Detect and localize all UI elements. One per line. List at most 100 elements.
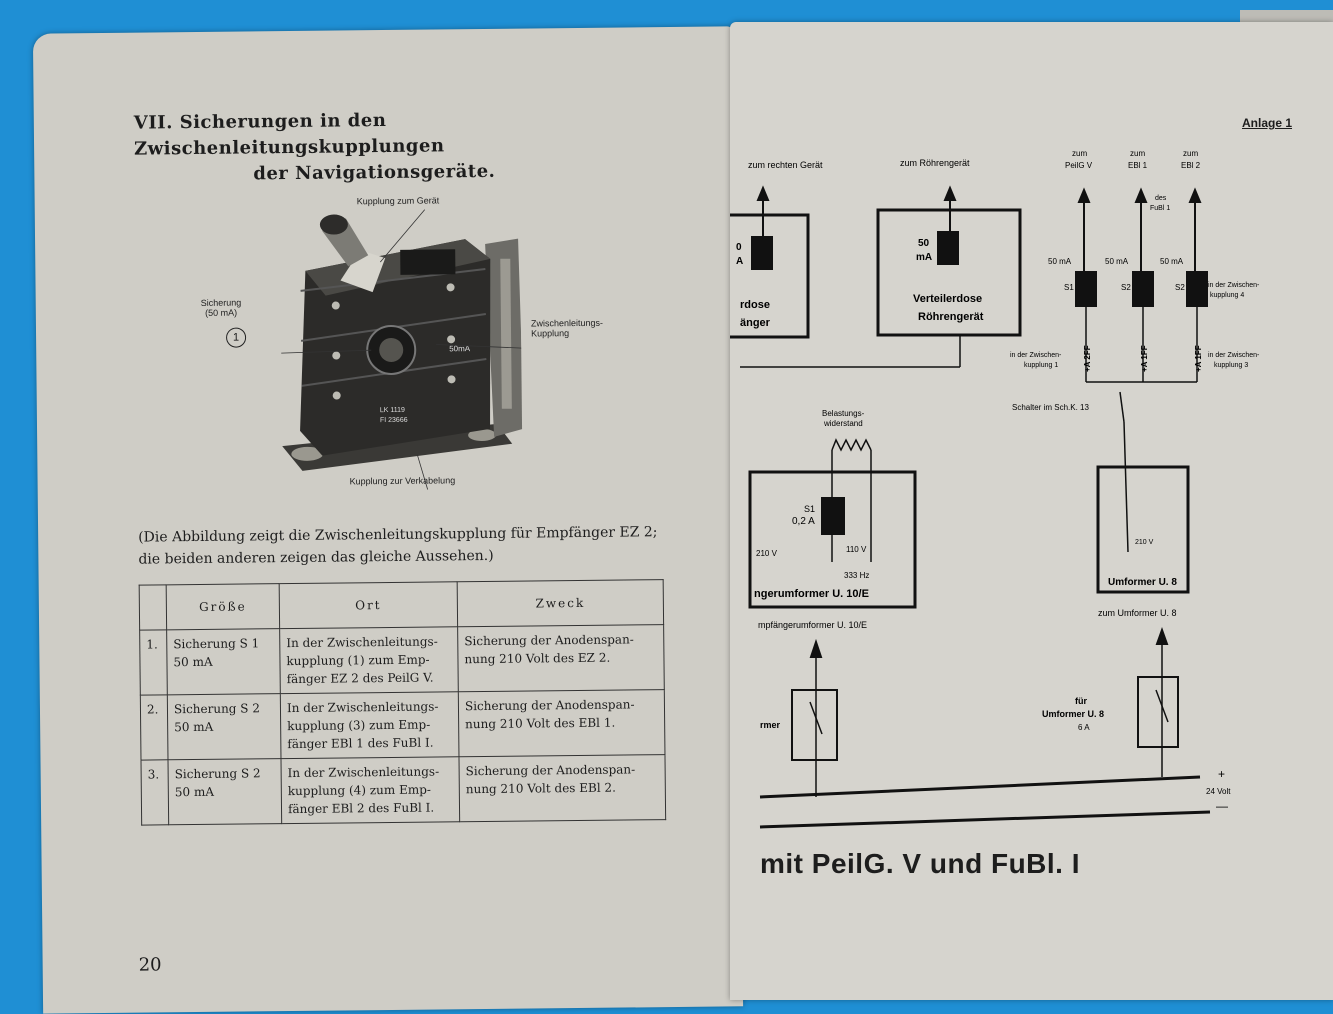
fuse-1-ma: 50 mA bbox=[1048, 257, 1072, 266]
plate-value: 50mA bbox=[449, 344, 471, 353]
z4-line-2: kupplung 4 bbox=[1210, 292, 1244, 299]
figure-label-left: Sicherung (50 mA) bbox=[201, 298, 242, 318]
table-row: 3. Sicherung S 2 50 mA In der Zwischenlei… bbox=[141, 754, 666, 826]
emp-210v: 210 V bbox=[756, 549, 778, 558]
left-page: VII. Sicherungen in den Zwischenleitungs… bbox=[32, 26, 744, 1014]
fuse-1-s: S1 bbox=[1064, 283, 1074, 292]
battery-plus: + bbox=[1218, 767, 1225, 781]
row-place: In der Zwischenleitungs-kupplung (4) zum… bbox=[280, 756, 460, 824]
figure-label-bottom: Kupplung zur Verkabelung bbox=[349, 475, 456, 487]
plate-line-2: FI 23666 bbox=[380, 417, 408, 424]
size-line: Sicherung S 1 bbox=[173, 636, 260, 652]
row-purpose: Sicherung der Anodenspan-nung 210 Volt d… bbox=[458, 689, 665, 757]
size-line: Sicherung S 2 bbox=[173, 701, 261, 717]
figure-caption: (Die Abbildung zeigt die Zwischenleitung… bbox=[138, 521, 678, 571]
size-value: 50 mA bbox=[174, 784, 215, 800]
place-line: fänger EBl 1 des FuBl I. bbox=[287, 735, 434, 752]
fuse-3-ma: 50 mA bbox=[1160, 257, 1184, 266]
u8-title: Umformer U. 8 bbox=[1108, 577, 1177, 588]
diagram-title: mit PeilG. V und FuBl. I bbox=[760, 848, 1081, 879]
fuse-2-ma: 50 mA bbox=[1105, 257, 1129, 266]
vert-box-line-2: Röhrengerät bbox=[918, 311, 984, 323]
row-place: In der Zwischenleitungs-kupplung (1) zum… bbox=[279, 626, 459, 694]
row-index: 1. bbox=[139, 629, 168, 696]
place-line: In der Zwischenleitungs- bbox=[286, 634, 438, 651]
switch-right-1: für bbox=[1075, 696, 1087, 706]
label-zum-ebl2-2: EBl 2 bbox=[1181, 161, 1201, 170]
heading-line-1: VII. Sicherungen in den Zwischenleitungs… bbox=[133, 109, 445, 160]
right-page: Anlage 1 bbox=[730, 22, 1333, 1000]
anlage-label: Anlage 1 bbox=[1242, 116, 1293, 130]
emp-hz: 333 Hz bbox=[844, 571, 869, 580]
header-index bbox=[139, 584, 167, 631]
label-zum-ebl1-2: EBl 1 bbox=[1128, 161, 1148, 170]
u8-below: zum Umformer U. 8 bbox=[1098, 608, 1177, 618]
header-purpose: Zweck bbox=[457, 579, 664, 627]
z1-line-2: kupplung 1 bbox=[1024, 362, 1058, 369]
figure-label-right-1: Zwischenleitungs- bbox=[530, 317, 604, 329]
size-line: Sicherung S 2 bbox=[174, 766, 261, 782]
resistor-label-1: Belastungs- bbox=[822, 409, 865, 418]
wiring-diagram: zum rechten Gerät zum Röhrengerät zum Pe… bbox=[730, 149, 1260, 829]
row-index: 2. bbox=[140, 694, 168, 761]
place-line: kupplung (1) zum Emp- bbox=[286, 652, 430, 669]
section-heading: VII. Sicherungen in den Zwischenleitungs… bbox=[134, 105, 655, 188]
emp-fuse-a: 0,2 A bbox=[792, 516, 815, 527]
label-zum-ebl1-1: zum bbox=[1130, 149, 1145, 158]
row-purpose: Sicherung der Anodenspan-nung 210 Volt d… bbox=[458, 754, 666, 822]
z4-line-1: in der Zwischen- bbox=[1208, 282, 1260, 289]
label-des-fubl-1: des bbox=[1155, 195, 1167, 202]
row-place: In der Zwischenleitungs-kupplung (3) zum… bbox=[280, 691, 459, 759]
heading-line-2: der Navigationsgeräte. bbox=[253, 160, 496, 185]
purpose-line: nung 210 Volt des EBl 2. bbox=[465, 780, 616, 797]
row-index: 3. bbox=[141, 759, 169, 826]
terminal-3: +A 1FF bbox=[1194, 345, 1203, 372]
fuse-3-s: S2 bbox=[1175, 283, 1185, 292]
figure-label-top: Kupplung zum Gerät bbox=[356, 195, 440, 207]
terminal-2: +A 1FF bbox=[1140, 345, 1149, 372]
page-number: 20 bbox=[138, 954, 162, 976]
caption-line-1: (Die Abbildung zeigt die Zwischenleitung… bbox=[138, 524, 658, 546]
label-zum-peil-2: PeilG V bbox=[1065, 161, 1093, 170]
emp-fuse-s: S1 bbox=[804, 504, 815, 514]
battery-minus: — bbox=[1216, 799, 1228, 813]
place-line: fänger EZ 2 des PeilG V. bbox=[286, 670, 434, 687]
resistor-label-2: widerstand bbox=[823, 419, 863, 428]
plate-line-1: LK 1119 bbox=[380, 407, 405, 414]
header-size: Größe bbox=[166, 583, 280, 630]
left-box-line-1: rdose bbox=[740, 299, 770, 311]
place-line: In der Zwischenleitungs- bbox=[287, 764, 440, 781]
place-line: In der Zwischenleitungs- bbox=[286, 699, 439, 716]
row-purpose: Sicherung der Anodenspan-nung 210 Volt d… bbox=[457, 624, 665, 692]
emp-below: mpfängerumformer U. 10/E bbox=[758, 620, 867, 630]
u8-210v: 210 V bbox=[1135, 539, 1154, 546]
emp-title: ngerumformer U. 10/E bbox=[754, 588, 869, 600]
place-line: kupplung (3) zum Emp- bbox=[287, 717, 431, 734]
place-line: kupplung (4) zum Emp- bbox=[287, 782, 431, 799]
switch-left-label: rmer bbox=[760, 720, 781, 730]
header-place: Ort bbox=[279, 581, 458, 629]
coupling-photo: 50mA LK 1119 FI 23666 bbox=[260, 199, 523, 492]
place-line: fänger EBl 2 des FuBl I. bbox=[287, 800, 435, 817]
z3-line-2: kupplung 3 bbox=[1214, 362, 1248, 369]
figure-label-left-1: Sicherung bbox=[200, 297, 242, 308]
label-zum-ebl2-1: zum bbox=[1183, 149, 1198, 158]
callout-1: 1 bbox=[225, 327, 247, 348]
label-zum-peil-1: zum bbox=[1072, 149, 1087, 158]
label-zum-roehren: zum Röhrengerät bbox=[900, 158, 970, 168]
vert-box-line-1: Verteilerdose bbox=[913, 293, 982, 305]
purpose-line: Sicherung der Anodenspan- bbox=[465, 762, 636, 779]
left-box-value: 0 bbox=[736, 242, 742, 253]
switch-right-2: Umformer U. 8 bbox=[1042, 709, 1104, 719]
z3-line-1: in der Zwischen- bbox=[1208, 352, 1260, 359]
figure-label-right: Zwischenleitungs- Kupplung bbox=[531, 318, 603, 339]
switch-right-3: 6 A bbox=[1078, 723, 1090, 732]
purpose-line: nung 210 Volt des EBl 1. bbox=[465, 715, 616, 732]
vert-box-unit: mA bbox=[916, 252, 932, 263]
label-des-fubl-2: FuBl 1 bbox=[1150, 205, 1170, 212]
